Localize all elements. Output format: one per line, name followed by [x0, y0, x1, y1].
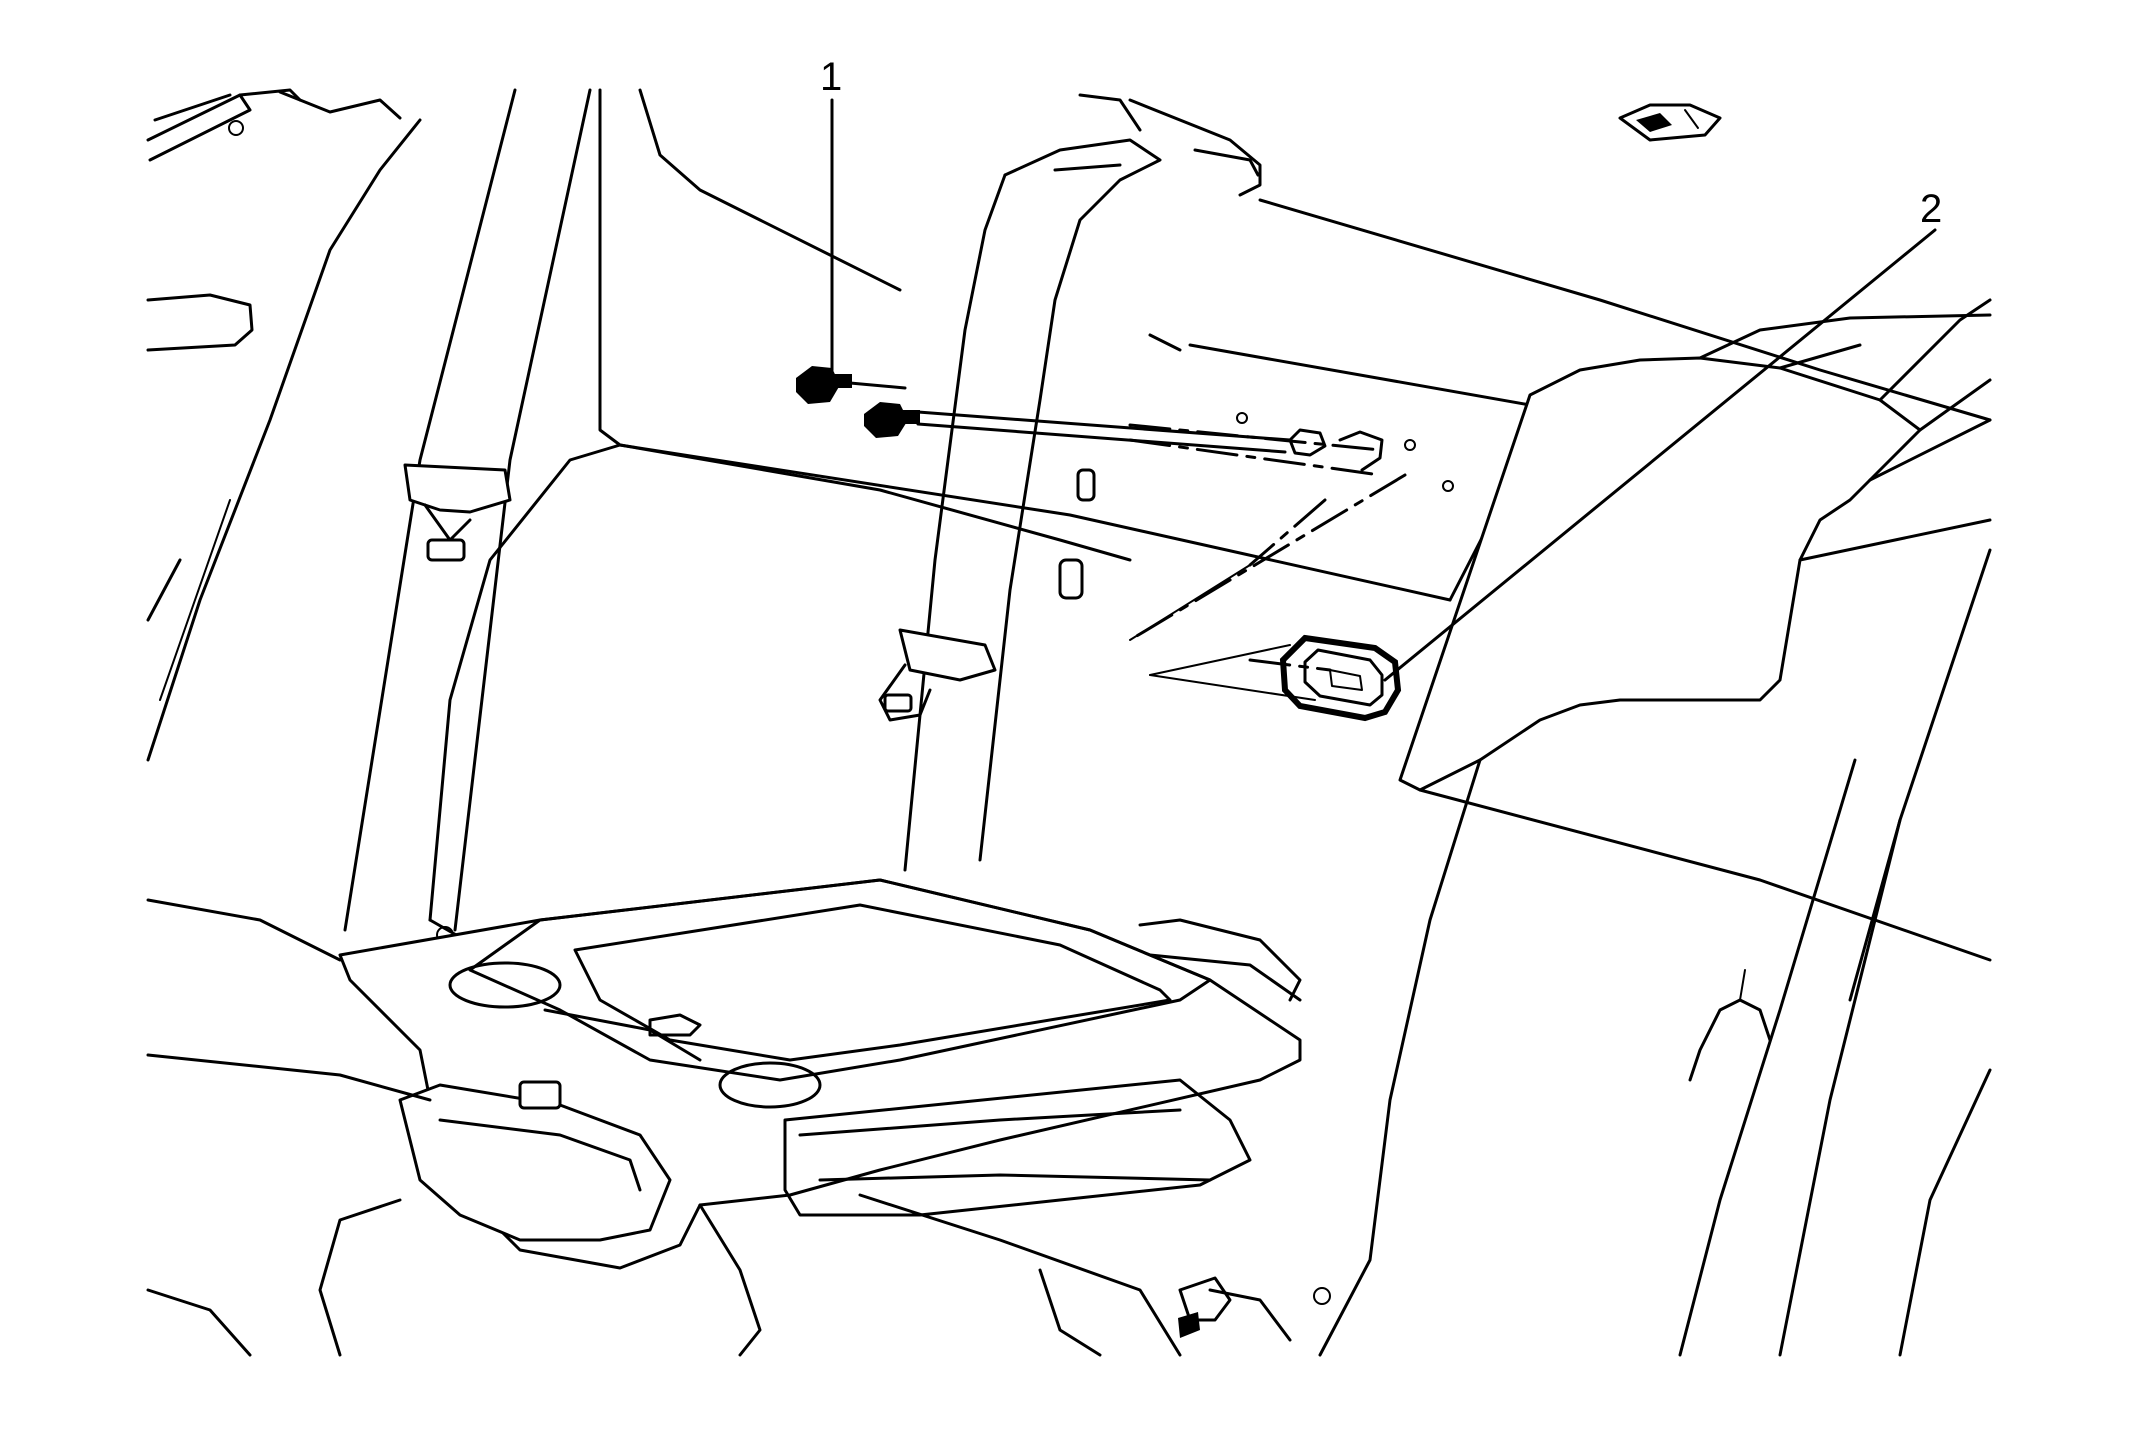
center-armrest: [338, 878, 1302, 1270]
right-seat-back: [1313, 298, 1992, 1357]
callout-1-group: 1: [796, 55, 1384, 477]
bolt-2: [864, 402, 920, 438]
callout-2-group: 2: [1128, 187, 1942, 722]
callout-2-label: 2: [1920, 187, 1942, 231]
seat-cushions: [146, 898, 1292, 1357]
rear-window-deck: [598, 88, 1992, 602]
center-seat-belt: [878, 138, 1162, 872]
grommet: [1279, 634, 1402, 722]
bolt-1: [796, 366, 852, 404]
left-door-panel: [146, 88, 422, 762]
callout-1-label: 1: [820, 55, 842, 99]
left-seat-belt: [343, 88, 592, 932]
